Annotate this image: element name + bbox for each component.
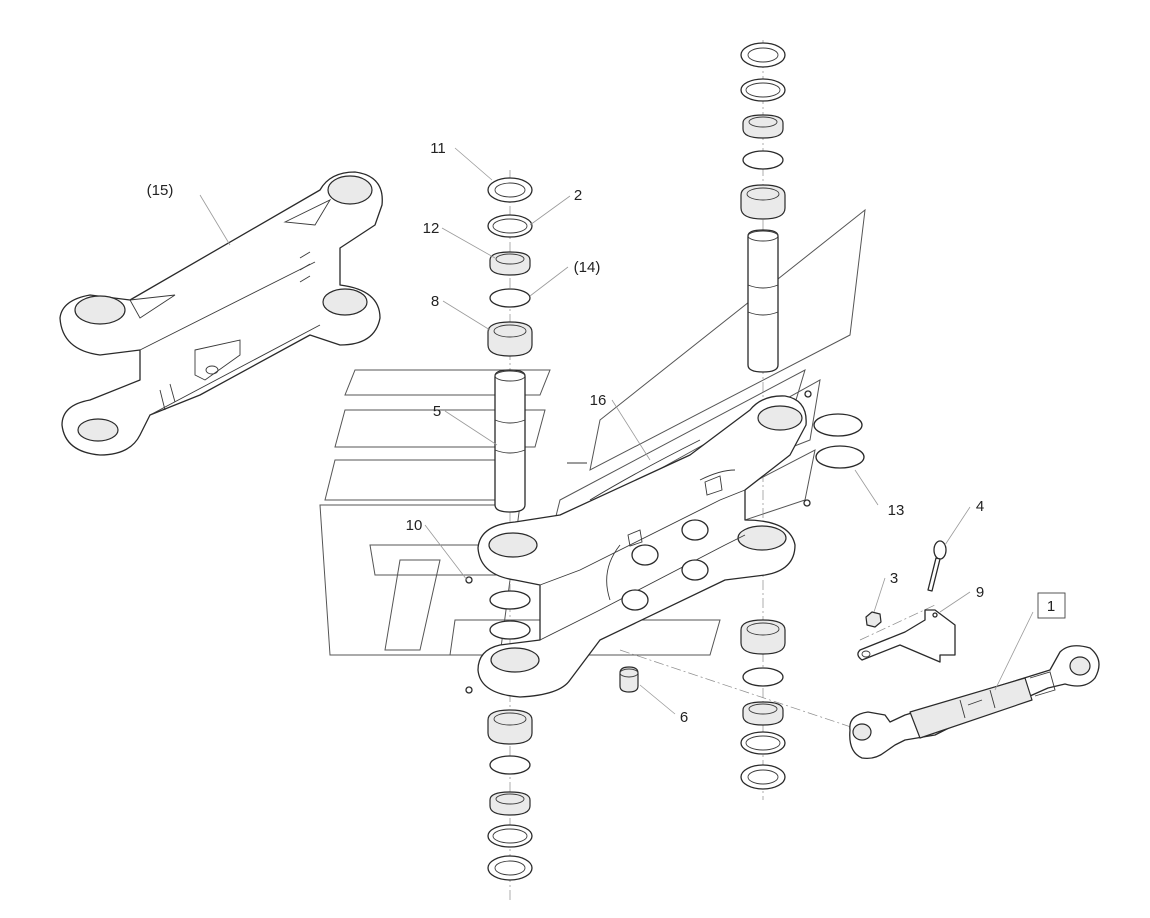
callout-2: 2: [574, 187, 582, 204]
callout-3: 3: [890, 570, 898, 587]
left-pin-stack: [487, 177, 533, 881]
link-arm-15: [59, 171, 383, 456]
callout-4: 4: [976, 498, 984, 515]
o-rings-13: [813, 413, 865, 469]
callout-labels: 1 2 3 4 5 6 8 9 10 11 12 13 (14) (15) 16: [147, 140, 1056, 726]
callout-12: 12: [423, 220, 440, 237]
callout-14: (14): [574, 259, 601, 276]
callout-15: (15): [147, 182, 174, 199]
callout-1: 1: [1047, 598, 1055, 615]
callout-11: 11: [430, 140, 446, 157]
right-pin-stack: [740, 42, 786, 790]
bracket-9: [857, 609, 956, 663]
callout-16: 16: [590, 392, 607, 409]
cylinder-1: [849, 645, 1100, 760]
pin-4: [927, 540, 947, 592]
callout-1-box: [1037, 592, 1066, 619]
leader-lines: [199, 147, 1034, 715]
callout-8: 8: [431, 293, 439, 310]
callout-6: 6: [680, 709, 688, 726]
callout-9: 9: [976, 584, 984, 601]
callout-13: 13: [888, 502, 905, 519]
main-frame-16: [465, 390, 812, 698]
bushing-6: [619, 666, 639, 693]
callout-5: 5: [433, 403, 441, 420]
nut-3: [865, 611, 882, 628]
callout-10: 10: [406, 517, 423, 534]
